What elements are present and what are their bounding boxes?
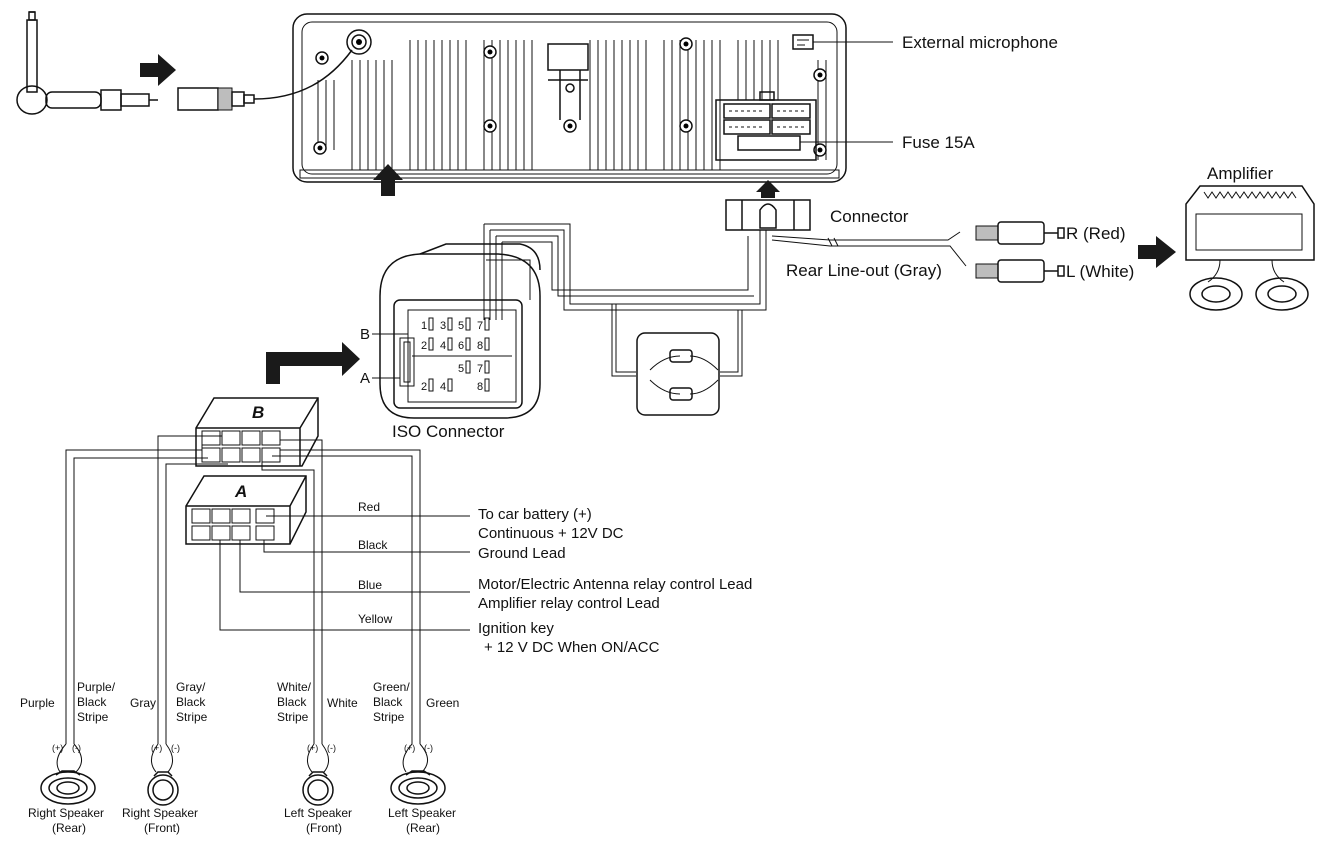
- ignition-desc-1: Ignition key: [478, 620, 554, 637]
- plug-b-letter: B: [252, 403, 264, 422]
- rear-lineout-label: Rear Line-out (Gray): [786, 261, 942, 280]
- svg-text:Gray/: Gray/: [176, 680, 206, 694]
- iso-connector: 1 3 5 7 2 4 6 8 5 7 2 4 8: [379, 243, 541, 419]
- ignition-desc-2: + 12 V DC When ON/ACC: [484, 639, 660, 656]
- wire-blue-label: Blue: [358, 578, 382, 592]
- svg-text:(+): (+): [151, 743, 162, 753]
- speaker-right-front: (+) (-) Right Speaker (Front): [122, 743, 198, 835]
- external-microphone-label: External microphone: [902, 33, 1058, 52]
- wire-yellow-label: Yellow: [358, 612, 393, 626]
- speaker-wire-labels: Purple Purple/ Black Stripe Gray Gray/ B…: [20, 680, 459, 724]
- rca-cables: [771, 221, 1065, 283]
- arrow-right-amplifier: [1138, 236, 1176, 268]
- svg-text:(+): (+): [52, 743, 63, 753]
- cable-bundle: [483, 223, 767, 320]
- svg-text:Green: Green: [426, 696, 459, 710]
- svg-text:5: 5: [458, 320, 464, 332]
- svg-text:Purple/: Purple/: [77, 680, 116, 694]
- svg-text:3: 3: [440, 320, 446, 332]
- svg-text:(-): (-): [424, 743, 433, 753]
- speaker-label: Right Speaker: [28, 806, 104, 820]
- svg-text:Purple: Purple: [20, 696, 55, 710]
- antenna-socket: [177, 49, 353, 111]
- svg-text:(Rear): (Rear): [52, 821, 86, 835]
- svg-text:(+): (+): [307, 743, 318, 753]
- amplifier-label: Amplifier: [1207, 164, 1273, 183]
- r-red-label: R (Red): [1066, 224, 1126, 243]
- speaker-label: Left Speaker: [388, 806, 456, 820]
- svg-text:(-): (-): [171, 743, 180, 753]
- svg-text:Black: Black: [277, 695, 307, 709]
- svg-text:6: 6: [458, 340, 464, 352]
- svg-text:(+): (+): [404, 743, 415, 753]
- speaker-left-front: (+) (-) Left Speaker (Front): [284, 743, 352, 835]
- svg-text:2: 2: [421, 381, 427, 393]
- speaker-label: Left Speaker: [284, 806, 352, 820]
- lineout-connector: [725, 199, 811, 231]
- svg-text:1: 1: [421, 320, 427, 332]
- speaker-right-rear: (+) (-) Right Speaker (Rear): [28, 743, 104, 835]
- speaker-wires: [65, 435, 421, 744]
- svg-text:Stripe: Stripe: [277, 710, 309, 724]
- svg-text:White: White: [327, 696, 358, 710]
- wire-red-label: Red: [358, 500, 380, 514]
- svg-text:Stripe: Stripe: [77, 710, 109, 724]
- svg-text:8: 8: [477, 340, 483, 352]
- svg-text:4: 4: [440, 340, 446, 352]
- iso-connector-label: ISO Connector: [392, 422, 505, 441]
- svg-text:Green/: Green/: [373, 680, 410, 694]
- l-white-label: L (White): [1066, 262, 1134, 281]
- wire-black-label: Black: [358, 538, 388, 552]
- arrow-up-iso: [373, 164, 403, 196]
- svg-text:7: 7: [477, 320, 483, 332]
- amplifier-icon: [1185, 185, 1315, 311]
- iso-a-label: A: [360, 370, 370, 387]
- battery-desc-2: Continuous + 12V DC: [478, 525, 624, 542]
- antenna-desc-1: Motor/Electric Antenna relay control Lea…: [478, 576, 752, 593]
- plug-a: [185, 475, 307, 545]
- speaker-label: Right Speaker: [122, 806, 198, 820]
- antenna-desc-2: Amplifier relay control Lead: [478, 595, 660, 612]
- ground-desc: Ground Lead: [478, 545, 566, 562]
- svg-text:White/: White/: [277, 680, 312, 694]
- svg-text:(Front): (Front): [144, 821, 180, 835]
- svg-text:7: 7: [477, 363, 483, 375]
- svg-text:2: 2: [421, 340, 427, 352]
- plug-b: [195, 397, 319, 467]
- svg-text:5: 5: [458, 363, 464, 375]
- connector-label: Connector: [830, 207, 909, 226]
- svg-text:Black: Black: [373, 695, 403, 709]
- svg-text:Black: Black: [176, 695, 206, 709]
- head-unit: [292, 13, 847, 183]
- fuse-label: Fuse 15A: [902, 133, 975, 152]
- arrow-right-antenna: [140, 54, 176, 86]
- svg-text:Stripe: Stripe: [373, 710, 405, 724]
- arrow-bent-iso: [266, 342, 360, 384]
- speaker-left-rear: (+) (-) Left Speaker (Rear): [388, 743, 456, 835]
- svg-text:(-): (-): [72, 743, 81, 753]
- svg-text:Gray: Gray: [130, 696, 156, 710]
- svg-text:Black: Black: [77, 695, 107, 709]
- svg-text:(-): (-): [327, 743, 336, 753]
- battery-desc-1: To car battery (+): [478, 506, 592, 523]
- antenna-plug: [16, 11, 158, 115]
- power-wires: [219, 515, 470, 631]
- inline-module: [611, 304, 743, 416]
- svg-text:4: 4: [440, 381, 446, 393]
- screw-holes: [313, 37, 827, 157]
- svg-text:(Front): (Front): [306, 821, 342, 835]
- iso-b-label: B: [360, 326, 370, 343]
- svg-text:(Rear): (Rear): [406, 821, 440, 835]
- plug-a-letter: A: [234, 482, 247, 501]
- svg-text:8: 8: [477, 381, 483, 393]
- arrow-up-connector: [756, 180, 780, 198]
- svg-text:Stripe: Stripe: [176, 710, 208, 724]
